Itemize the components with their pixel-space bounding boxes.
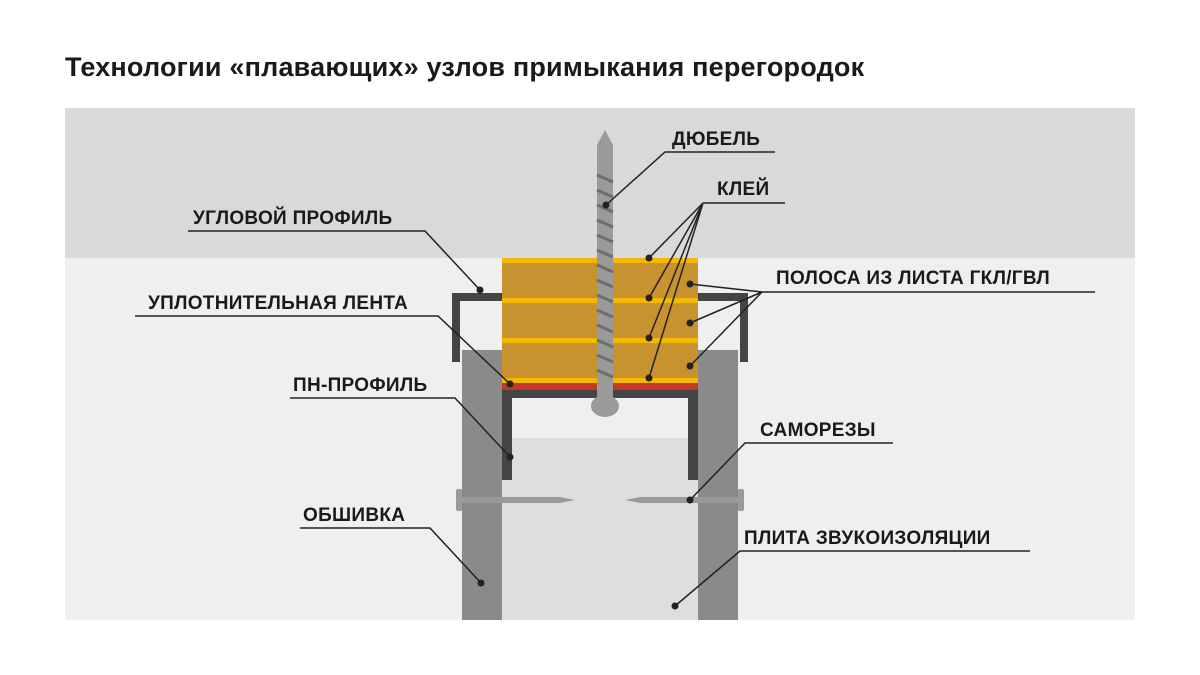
screw-right [625, 489, 744, 511]
insulation-plate [502, 438, 698, 620]
screw-left [456, 489, 575, 511]
label-sealing-tape: УПЛОТНИТЕЛЬНАЯ ЛЕНТА [148, 293, 408, 314]
leader-screws [689, 442, 893, 501]
label-screws: САМОРЕЗЫ [760, 420, 876, 441]
corner-profile-left [452, 293, 502, 362]
label-insulation: ПЛИТА ЗВУКОИЗОЛЯЦИИ [744, 528, 991, 549]
cladding-left [462, 350, 502, 620]
label-dowel: ДЮБЕЛЬ [672, 129, 760, 150]
leader-cladding [300, 527, 482, 584]
label-pn-profile: ПН-ПРОФИЛЬ [293, 375, 427, 396]
label-strip: ПОЛОСА ИЗ ЛИСТА ГКЛ/ГВЛ [776, 268, 1050, 289]
leader-insulation [674, 550, 1030, 607]
leader-pn-profile [290, 397, 511, 458]
label-cladding: ОБШИВКА [303, 505, 405, 526]
leader-corner-profile [188, 230, 481, 291]
label-corner-profile: УГЛОВОЙ ПРОФИЛЬ [193, 207, 392, 229]
dowel [591, 130, 619, 417]
leader-sealing-tape [135, 315, 511, 385]
leader-dowel [605, 151, 775, 206]
page-title: Технологии «плавающих» узлов примыкания … [65, 52, 865, 82]
label-glue: КЛЕЙ [717, 178, 769, 200]
